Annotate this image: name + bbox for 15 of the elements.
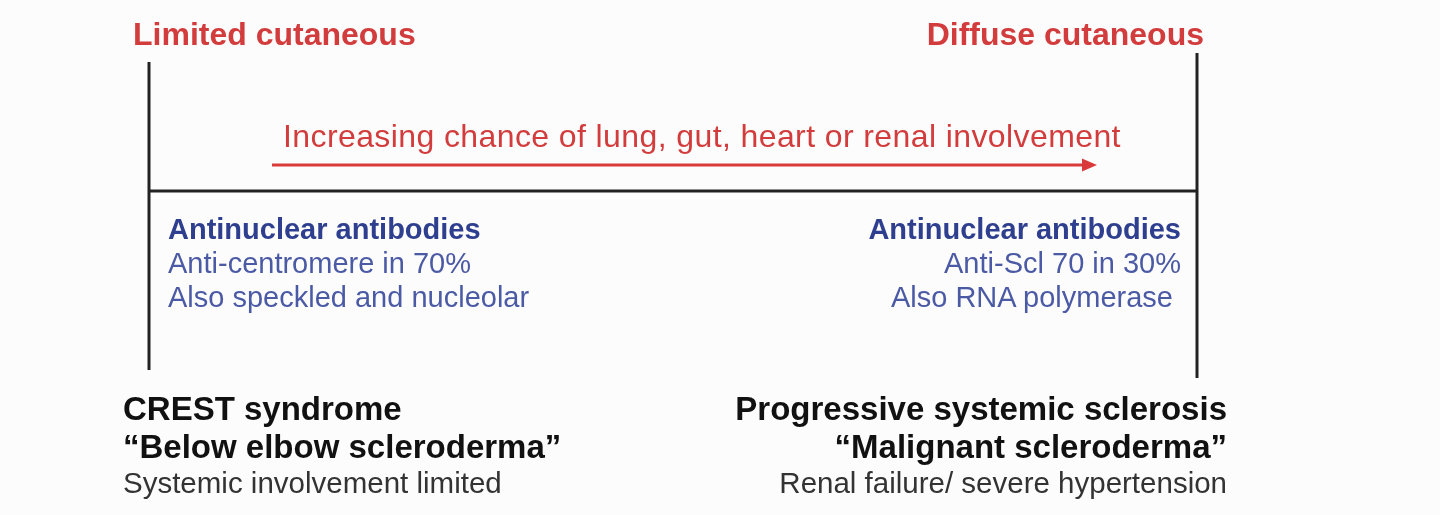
condition-name: “Below elbow scleroderma”: [123, 428, 562, 466]
antibody-note: Also RNA polymerase: [890, 281, 1173, 315]
category-heading: Diffuse cutaneous: [926, 16, 1204, 53]
antibody-note: Anti-Scl 70 in 30%: [944, 247, 1181, 281]
condition-name: CREST syndrome: [123, 390, 402, 428]
arrow-label: Increasing chance of lung, gut, heart or renal involvement: [283, 118, 1121, 155]
antibody-heading: Antinuclear antibodies: [868, 213, 1181, 247]
condition-name: “Malignant scleroderma”: [834, 428, 1227, 466]
condition-description: Systemic involvement limited: [123, 466, 502, 500]
antibody-note: Anti-centromere in 70%: [168, 247, 472, 281]
category-heading: Limited cutaneous: [133, 16, 416, 53]
antibody-heading: Antinuclear antibodies: [168, 213, 481, 247]
condition-name: Progressive systemic sclerosis: [735, 390, 1227, 428]
antibody-note: Also speckled and nucleolar: [168, 281, 530, 315]
condition-description: Renal failure/ severe hypertension: [779, 466, 1227, 500]
